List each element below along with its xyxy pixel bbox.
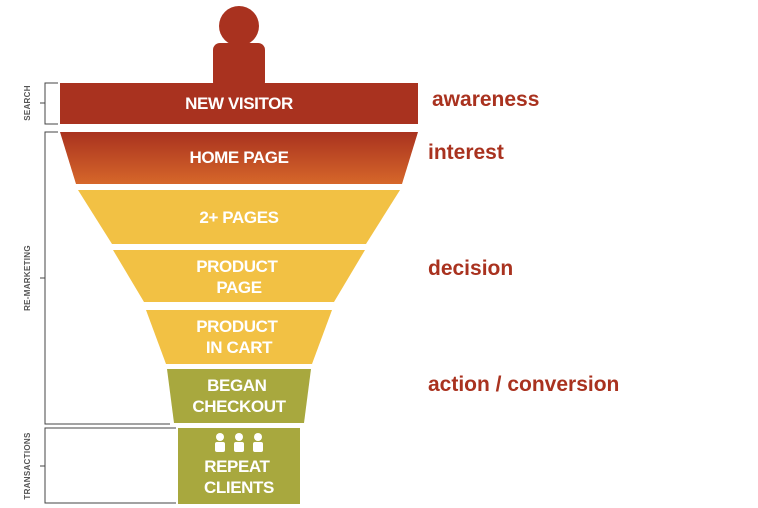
stage-repeat-clients-label: REPEAT CLIENTS [204,457,274,497]
stage-began-checkout: BEGAN CHECKOUT [167,369,311,423]
people-icon [215,433,263,452]
stage-two-plus-pages: 2+ PAGES [78,190,400,244]
stage-home-page: HOME PAGE [60,132,418,184]
stage-home-page-label: HOME PAGE [189,148,288,167]
bracket-re-marketing-label: RE-MARKETING [23,245,32,311]
bracket-search: SEARCH [23,82,58,125]
label-decision: decision [428,257,513,280]
bracket-transactions-label: TRANSACTIONS [23,432,32,500]
stage-product-page: PRODUCT PAGE [113,250,365,302]
stage-product-in-cart: PRODUCT IN CART [146,310,332,364]
person-icon [213,6,265,89]
stage-product-page-label: PRODUCT PAGE [196,257,282,297]
label-action-conversion: action / conversion [428,373,619,396]
label-awareness: awareness [432,88,539,111]
stage-product-in-cart-label: PRODUCT IN CART [196,317,282,357]
bracket-transactions: TRANSACTIONS [23,427,176,504]
bracket-search-label: SEARCH [23,85,32,121]
stage-began-checkout-label: BEGAN CHECKOUT [192,376,286,416]
stage-new-visitor-label: NEW VISITOR [185,94,293,113]
label-interest: interest [428,141,504,164]
bracket-re-marketing: RE-MARKETING [23,131,170,425]
stage-repeat-clients: REPEAT CLIENTS [178,428,300,504]
stage-new-visitor: NEW VISITOR [60,83,418,124]
stage-two-plus-pages-label: 2+ PAGES [199,208,278,227]
